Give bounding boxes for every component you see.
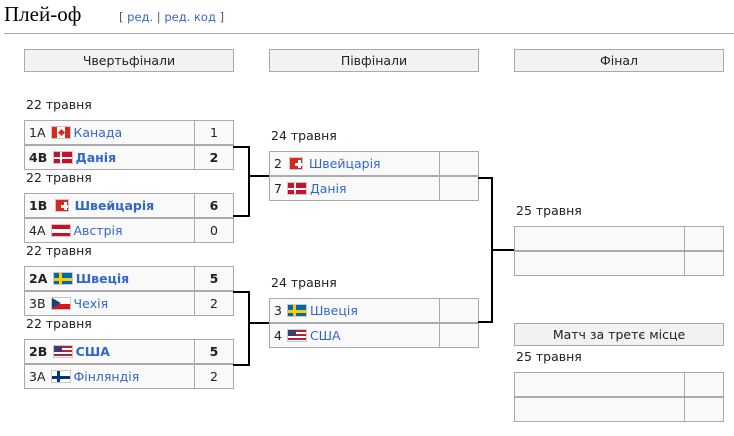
seed-label: 4 [274, 328, 282, 343]
score-cell [439, 176, 479, 201]
heading-rule [4, 33, 734, 34]
usa-flag-icon [286, 329, 307, 342]
score-cell: 5 [194, 266, 234, 291]
seed-label: 4A [29, 223, 46, 238]
bracket-connector [233, 215, 250, 217]
team-link[interactable]: Данія [75, 150, 117, 165]
score-cell: 1 [194, 120, 234, 145]
team-cell: 3B Чехія [24, 291, 195, 316]
bracket-connector [233, 146, 250, 148]
team-cell [514, 251, 685, 276]
sweden-flag-icon [52, 272, 73, 285]
team-cell: 2B США [24, 339, 195, 364]
team-cell: 1B Швейцарія [24, 193, 195, 218]
team-link[interactable]: Швейцарія [74, 198, 155, 213]
score-cell: 2 [194, 291, 234, 316]
match-date: 22 травня [26, 243, 92, 258]
czech-flag-icon [50, 297, 71, 310]
team-link[interactable]: Чехія [73, 296, 109, 311]
seed-label: 2 [274, 156, 282, 171]
round-header-quarterfinals: Чвертьфінали [24, 49, 234, 72]
bracket-connector [478, 177, 493, 179]
team-cell [514, 226, 685, 251]
bracket-connector [478, 321, 493, 323]
switzerland-flag-icon [54, 199, 69, 212]
match-date: 24 травня [271, 275, 337, 290]
bracket-connector [248, 291, 250, 366]
bracket-connector [248, 322, 269, 324]
team-link[interactable]: Швейцарія [308, 156, 381, 171]
denmark-flag-icon [52, 151, 73, 164]
score-cell: 0 [194, 218, 234, 243]
team-cell: 4 США [269, 323, 440, 348]
match-date: 24 травня [271, 128, 337, 143]
austria-flag-icon [50, 224, 71, 237]
team-cell: 1A Канада [24, 120, 195, 145]
match-date: 22 травня [26, 170, 92, 185]
round-header-third-place: Матч за третє місце [514, 323, 724, 346]
switzerland-flag-icon [288, 157, 303, 170]
team-link[interactable]: США [309, 328, 341, 343]
score-cell [684, 372, 724, 397]
team-link[interactable]: Данія [309, 181, 347, 196]
team-cell: 4B Данія [24, 145, 195, 170]
team-cell: 4A Австрія [24, 218, 195, 243]
score-cell: 6 [194, 193, 234, 218]
score-cell [684, 397, 724, 422]
score-cell [439, 298, 479, 323]
team-link[interactable]: Австрія [73, 223, 123, 238]
seed-label: 2A [29, 271, 48, 286]
seed-label: 1B [29, 198, 48, 213]
match-date: 22 травня [26, 97, 92, 112]
round-header-final: Фінал [514, 49, 724, 72]
denmark-flag-icon [286, 182, 307, 195]
match-date: 25 травня [516, 203, 582, 218]
team-cell [514, 372, 685, 397]
team-cell: 2A Швеція [24, 266, 195, 291]
seed-label: 2B [29, 344, 48, 359]
team-link[interactable]: Фінляндія [73, 369, 140, 384]
seed-label: 4B [29, 150, 48, 165]
canada-flag-icon [50, 126, 71, 139]
team-cell: 7 Данія [269, 176, 440, 201]
score-cell [684, 251, 724, 276]
round-header-semifinals: Півфінали [269, 49, 479, 72]
team-cell: 3 Швеція [269, 298, 440, 323]
score-cell: 5 [194, 339, 234, 364]
bracket-connector [248, 146, 250, 217]
match-date: 22 травня [26, 316, 92, 331]
seed-label: 3A [29, 369, 46, 384]
team-cell: 3A Фінляндія [24, 364, 195, 389]
finland-flag-icon [50, 370, 71, 383]
sweden-flag-icon [286, 304, 307, 317]
team-cell [514, 397, 685, 422]
score-cell [439, 151, 479, 176]
seed-label: 7 [274, 181, 282, 196]
team-link[interactable]: Швеція [309, 303, 358, 318]
team-link[interactable]: Канада [73, 125, 123, 140]
score-cell [439, 323, 479, 348]
team-cell: 2 Швейцарія [269, 151, 440, 176]
seed-label: 1A [29, 125, 46, 140]
bracket-connector [233, 364, 250, 366]
score-cell [684, 226, 724, 251]
score-cell: 2 [194, 145, 234, 170]
team-link[interactable]: США [75, 344, 110, 359]
bracket-connector [491, 249, 514, 251]
seed-label: 3 [274, 303, 282, 318]
edit-link[interactable]: ред. [127, 10, 154, 24]
score-cell: 2 [194, 364, 234, 389]
usa-flag-icon [52, 345, 73, 358]
bracket-connector [248, 175, 269, 177]
bracket-connector [233, 291, 250, 293]
edit-code-link[interactable]: ред. код [164, 10, 216, 24]
team-link[interactable]: Швеція [75, 271, 130, 286]
seed-label: 3B [29, 296, 46, 311]
section-heading: Плей-оф [4, 2, 82, 26]
match-date: 25 травня [516, 349, 582, 364]
edit-links: [ ред. | ред. код ] [119, 10, 225, 24]
